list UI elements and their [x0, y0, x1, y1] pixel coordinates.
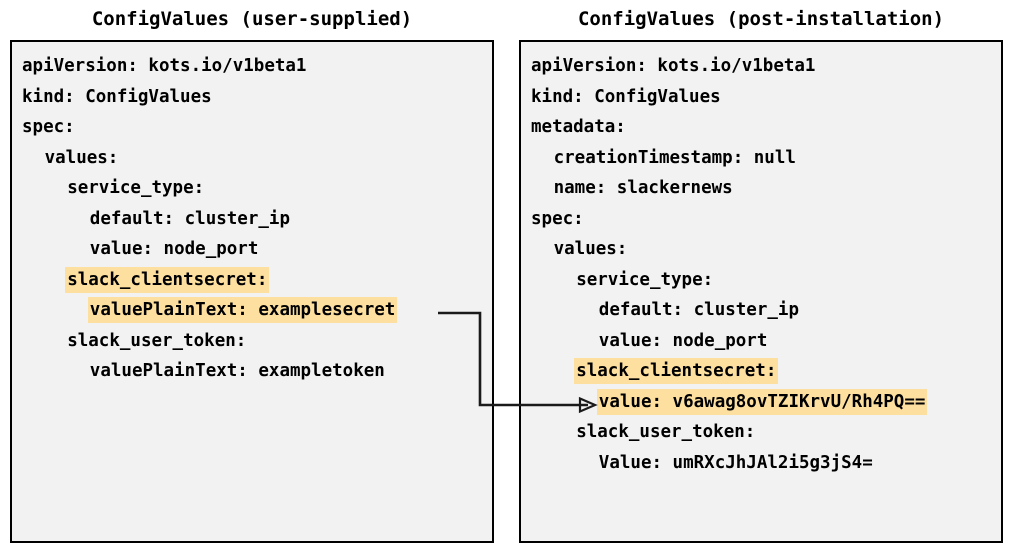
code-line: values:	[521, 234, 1001, 265]
code-text: creationTimestamp: null	[553, 147, 796, 168]
code-text: default: cluster_ip	[598, 300, 799, 320]
highlighted-code-text: value: v6awag8ovTZIKrvU/Rh4PQ==	[596, 388, 928, 415]
code-text: apiVersion: kots.io/v1beta1	[22, 56, 307, 76]
code-line: default: cluster_ip	[521, 295, 1001, 326]
left-panel-title: ConfigValues (user-supplied)	[91, 8, 413, 30]
code-text: name: slackernews	[553, 178, 733, 198]
code-line: values:	[12, 143, 492, 174]
code-line: kind: ConfigValues	[521, 82, 1001, 113]
code-text: kind: ConfigValues	[22, 86, 212, 107]
left-code-block: apiVersion: kots.io/v1beta1 kind: ConfigV…	[12, 42, 492, 387]
code-line: service_type:	[12, 173, 492, 204]
right-code-block: apiVersion: kots.io/v1beta1 kind: ConfigV…	[521, 42, 1001, 478]
code-text: value: node_port	[89, 239, 259, 259]
code-line: valuePlainText: exampletoken	[12, 356, 492, 387]
code-line: value: node_port	[521, 326, 1001, 357]
highlighted-code-text: slack_clientsecret:	[574, 358, 779, 384]
highlighted-code-text: valuePlainText: examplesecret	[87, 297, 398, 323]
code-line: Value: umRXcJhJAl2i5g3jS4=	[521, 448, 1001, 479]
code-text: slack_user_token:	[576, 422, 756, 442]
right-configvalues-box: apiVersion: kots.io/v1beta1 kind: ConfigV…	[519, 40, 1003, 543]
code-line: service_type:	[521, 265, 1001, 296]
code-line: slack_user_token:	[12, 326, 492, 357]
code-line: slack_clientsecret:	[12, 265, 492, 296]
code-text: slack_user_token:	[67, 330, 247, 351]
code-line: apiVersion: kots.io/v1beta1	[521, 51, 1001, 82]
code-text: apiVersion: kots.io/v1beta1	[531, 56, 816, 76]
code-line: kind: ConfigValues	[12, 82, 492, 113]
highlighted-code-text: slack_clientsecret:	[65, 266, 270, 293]
code-text: valuePlainText: exampletoken	[89, 361, 385, 381]
code-text: kind: ConfigValues	[531, 86, 721, 107]
code-text: service_type:	[576, 269, 714, 290]
code-line: name: slackernews	[521, 173, 1001, 204]
code-line: value: v6awag8ovTZIKrvU/Rh4PQ==	[521, 387, 1001, 418]
left-configvalues-box: apiVersion: kots.io/v1beta1 kind: ConfigV…	[10, 40, 494, 543]
code-text: spec:	[531, 208, 584, 229]
code-line: spec:	[12, 112, 492, 143]
code-line: slack_user_token:	[521, 417, 1001, 448]
code-text: values:	[44, 147, 119, 168]
code-text: default: cluster_ip	[89, 208, 290, 229]
code-line: valuePlainText: examplesecret	[12, 295, 492, 326]
code-text: Value: umRXcJhJAl2i5g3jS4=	[598, 452, 873, 473]
code-line: slack_clientsecret:	[521, 356, 1001, 387]
right-panel-title: ConfigValues (post-installation)	[577, 8, 945, 30]
code-text: service_type:	[67, 178, 205, 198]
code-line: default: cluster_ip	[12, 204, 492, 235]
code-text: metadata:	[531, 117, 626, 137]
code-line: metadata:	[521, 112, 1001, 143]
code-line: value: node_port	[12, 234, 492, 265]
code-text: value: node_port	[598, 330, 768, 351]
code-line: creationTimestamp: null	[521, 143, 1001, 174]
code-text: values:	[553, 239, 628, 259]
code-line: apiVersion: kots.io/v1beta1	[12, 51, 492, 82]
code-text: spec:	[22, 117, 75, 137]
code-line: spec:	[521, 204, 1001, 235]
